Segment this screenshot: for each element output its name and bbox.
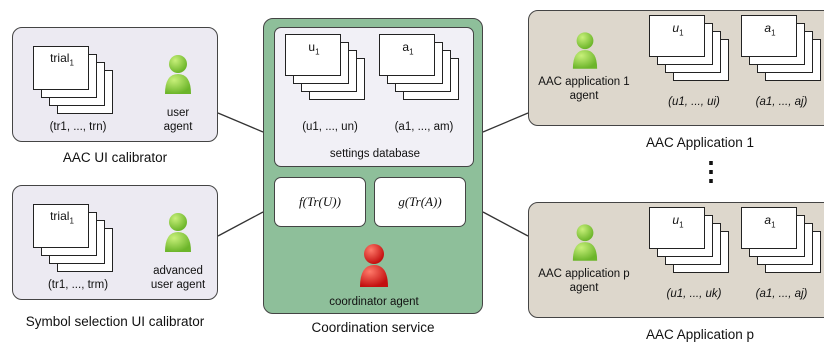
- a-range-label: (a1, ..., am): [394, 121, 454, 133]
- user-agent-icon: [165, 55, 191, 94]
- trial-card-label: trial1: [50, 51, 74, 68]
- advanced-user-agent-icon: [165, 213, 191, 252]
- symbol-calibrator-caption: Symbol selection UI calibrator: [25, 314, 205, 329]
- appp-caption: AAC Application p: [645, 327, 755, 342]
- trial-card: trial1: [33, 204, 89, 248]
- connector-ui-calibrator: [217, 112, 264, 133]
- a-card-label: a1: [764, 213, 776, 230]
- a-card-label: a1: [402, 40, 414, 57]
- connector-appp: [482, 211, 529, 237]
- function-g-box: g(Tr(A)): [374, 177, 466, 227]
- u-range-label: (u1, ..., ui): [668, 96, 720, 108]
- function-f-box: f(Tr(U)): [274, 177, 366, 227]
- coordination-caption: Coordination service: [311, 320, 435, 335]
- trial-range-label: (tr1, ..., trn): [49, 121, 107, 133]
- u-card-label: u1: [672, 213, 684, 230]
- a-range-label: (a1, ..., aj): [755, 96, 808, 108]
- symbol-calibrator-panel: trial1 (tr1, ..., trm) advanced user age…: [12, 185, 218, 300]
- user-agent-label-2: agent: [163, 121, 193, 133]
- trial-range-label: (tr1, ..., trm): [47, 279, 109, 291]
- settings-database-label: settings database: [329, 148, 421, 160]
- app1-agent-label-2: agent: [569, 90, 599, 102]
- a-card-label: a1: [764, 21, 776, 38]
- trial-card: trial1: [33, 46, 89, 90]
- u-range-label: (u1, ..., uk): [666, 288, 722, 300]
- ui-calibrator-caption: AAC UI calibrator: [62, 150, 168, 165]
- u-card: u1: [649, 207, 705, 249]
- coordinator-agent-icon: [360, 244, 388, 287]
- function-f-label: f(Tr(U)): [299, 194, 341, 209]
- u-card-label: u1: [672, 21, 684, 38]
- settings-database-box: u1 a1 (u1, ..., un) (a1, ..., am) settin…: [274, 27, 474, 167]
- app1-caption: AAC Application 1: [645, 135, 755, 150]
- a-card: a1: [741, 207, 797, 249]
- connector-app1: [482, 112, 529, 133]
- user-agent-label-1: user: [166, 107, 190, 119]
- app1-panel: AAC application 1 agent u1 a1 (u1, ..., …: [528, 10, 824, 126]
- connector-symbol-calibrator: [217, 211, 264, 237]
- appp-panel: AAC application p agent u1 a1 (u1, ..., …: [528, 202, 824, 318]
- advanced-agent-label-1: advanced: [153, 265, 203, 277]
- function-g-label: g(Tr(A)): [398, 194, 442, 209]
- a-card: a1: [741, 15, 797, 57]
- u-range-label: (u1, ..., un): [302, 121, 358, 133]
- advanced-agent-label-2: user agent: [150, 279, 206, 291]
- appp-agent-label-2: agent: [569, 282, 599, 294]
- u-card-label: u1: [308, 40, 320, 57]
- ellipsis-vertical: ⋮: [698, 156, 724, 186]
- a-range-label: (a1, ..., aj): [755, 288, 808, 300]
- app1-agent-icon: [572, 32, 598, 69]
- ui-calibrator-panel: trial1 (tr1, ..., trn) user agent: [12, 27, 218, 142]
- a-card: a1: [379, 34, 435, 76]
- u-card: u1: [285, 34, 341, 76]
- trial-card-label: trial1: [50, 209, 74, 226]
- appp-agent-icon: [572, 224, 598, 261]
- u-card: u1: [649, 15, 705, 57]
- coordination-panel: u1 a1 (u1, ..., un) (a1, ..., am) settin…: [263, 18, 483, 314]
- appp-agent-label-1: AAC application p: [538, 268, 630, 280]
- app1-agent-label-1: AAC application 1: [538, 76, 630, 88]
- coordinator-agent-label: coordinator agent: [329, 296, 419, 308]
